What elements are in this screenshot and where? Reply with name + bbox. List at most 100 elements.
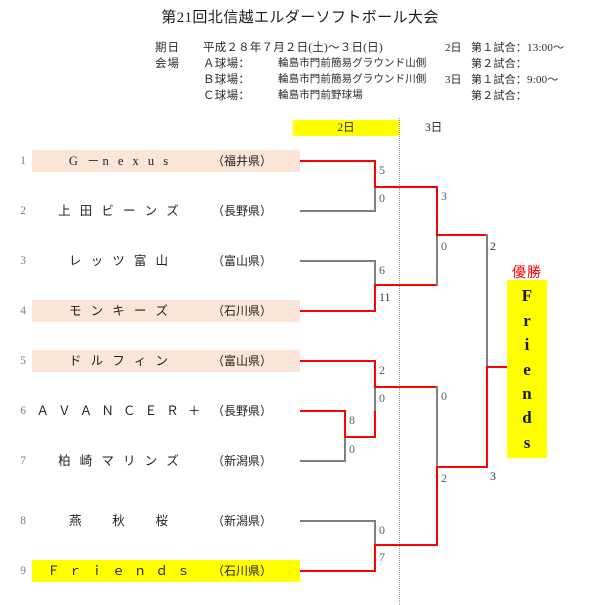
bracket-connector-final-bot: [486, 366, 488, 468]
bracket-connector-t3: [374, 260, 376, 286]
team-prefecture: （石川県）: [212, 564, 273, 578]
bracket-connector-t2: [374, 186, 376, 211]
team-row[interactable]: 1 G －n e x u s （福井県）: [10, 150, 300, 172]
score-label: 7: [379, 550, 385, 564]
champion-letter: i: [524, 335, 530, 355]
score-label: 11: [379, 290, 391, 304]
team-row[interactable]: 8 燕 秋 桜 （新潟県）: [10, 510, 300, 532]
bracket-connector-t67: [374, 386, 376, 411]
bracket-connector-semi-lower-top: [436, 386, 438, 468]
score-label: 0: [441, 389, 447, 403]
team-prefecture: （福井県）: [212, 154, 273, 168]
score-label: 5: [379, 163, 385, 177]
team-name-box: ド ル フ ィ ン （富山県）: [32, 350, 300, 372]
team-row[interactable]: 9 Ｆ ｒ ｉ ｅ ｎ ｄ ｓ （石川県）: [10, 560, 300, 582]
date-value: 平成２８年７月２日(土)〜３日(日): [203, 42, 383, 54]
team-row[interactable]: 3 レ ッ ツ 富 山 （富山県）: [10, 250, 300, 272]
bracket-riser-prelim: [374, 411, 376, 437]
day3-label: 3日: [425, 122, 443, 134]
team-seed-number: 1: [20, 155, 26, 167]
bracket-line-t8: [300, 520, 376, 522]
schedule-game-1: 第２試合：: [471, 58, 527, 70]
bracket-connector-t7: [344, 436, 346, 461]
bracket-line-t5: [300, 360, 376, 362]
team-row[interactable]: 7 柏 崎 マ リ ン ズ （新潟県）: [10, 450, 300, 472]
day2-banner: [293, 120, 399, 136]
bracket-connector-t8: [374, 520, 376, 546]
score-label: 0: [379, 523, 385, 537]
score-label: 8: [349, 413, 355, 427]
date-label: 期日: [155, 42, 180, 54]
team-seed-number: 6: [20, 405, 26, 417]
team-seed-number: 9: [20, 565, 26, 577]
bracket-connector-semi-upper-top: [436, 186, 438, 236]
bracket-advance-m3: [374, 386, 438, 388]
team-name: G －n e x u s: [68, 154, 172, 168]
team-name-box: Ｆ ｒ ｉ ｅ ｎ ｄ ｓ （石川県）: [32, 560, 300, 582]
team-name: Ｆ ｒ ｉ ｅ ｎ ｄ ｓ: [47, 564, 193, 578]
score-label: 6: [379, 263, 385, 277]
bracket-advance-semi-lower: [436, 466, 488, 468]
team-seed-number: 4: [20, 305, 26, 317]
schedule-game-2: 第１試合：9:00〜: [471, 74, 559, 86]
champion-letter: F: [521, 286, 533, 306]
champion-name: F r i e n d s: [507, 280, 547, 458]
venue-name-2: Ｃ球場：: [203, 90, 251, 102]
bracket-advance-m4: [374, 544, 438, 546]
team-name: Ａ Ｖ Ａ Ｎ Ｃ Ｅ Ｒ ＋: [36, 404, 204, 418]
champion-letter: r: [523, 310, 531, 330]
bracket-connector-t1: [374, 160, 376, 188]
team-seed-number: 5: [20, 355, 26, 367]
bracket-line-t9: [300, 570, 376, 572]
team-prefecture: （富山県）: [212, 354, 273, 368]
team-row[interactable]: 5 ド ル フ ィ ン （富山県）: [10, 350, 300, 372]
team-row[interactable]: 4 モ ン キ ー ズ （石川県）: [10, 300, 300, 322]
team-name-box: Ａ Ｖ Ａ Ｎ Ｃ Ｅ Ｒ ＋ （長野県）: [32, 400, 300, 422]
team-name-box: 柏 崎 マ リ ン ズ （新潟県）: [32, 450, 300, 472]
bracket-advance-semi-upper: [436, 234, 488, 236]
team-prefecture: （長野県）: [212, 204, 273, 218]
day-divider: [399, 118, 400, 605]
team-name: モ ン キ ー ズ: [68, 304, 171, 318]
venue-place-0: 輪島市門前簡易グラウンド山側: [278, 58, 427, 69]
champion-letter: e: [523, 359, 531, 379]
schedule-day-2: 3日: [445, 74, 462, 86]
champion-letter: s: [523, 432, 531, 452]
schedule-game-0: 第１試合：13:00〜: [471, 42, 565, 54]
champion-letter: d: [522, 408, 532, 428]
score-label: 0: [441, 239, 447, 253]
bracket-connector-t9: [374, 544, 376, 572]
champion-letter: n: [522, 383, 532, 403]
team-prefecture: （石川県）: [212, 304, 273, 318]
day2-label: 2日: [337, 122, 355, 134]
score-label: 0: [379, 391, 385, 405]
schedule-day-0: 2日: [445, 42, 462, 54]
schedule-game-3: 第２試合：: [471, 90, 527, 102]
team-row[interactable]: 6 Ａ Ｖ Ａ Ｎ Ｃ Ｅ Ｒ ＋ （長野県）: [10, 400, 300, 422]
bracket-line-t3: [300, 260, 376, 262]
page-title: 第21回北信越エルダーソフトボール大会: [161, 10, 439, 26]
score-label: 2: [441, 471, 447, 485]
team-seed-number: 3: [20, 255, 26, 267]
team-name-box: 燕 秋 桜 （新潟県）: [32, 510, 300, 532]
team-name-box: モ ン キ ー ズ （石川県）: [32, 300, 300, 322]
champion-name-box: [507, 280, 547, 458]
team-row[interactable]: 2 上 田 ビ ー ン ズ （長野県）: [10, 200, 300, 222]
bracket-line-t4: [300, 310, 376, 312]
venue-name-1: Ｂ球場：: [203, 74, 251, 86]
score-label: 0: [349, 442, 355, 456]
team-name-box: レ ッ ツ 富 山 （富山県）: [32, 250, 300, 272]
bracket-advance-m1: [374, 186, 438, 188]
team-seed-number: 7: [20, 455, 26, 467]
team-prefecture: （長野県）: [212, 404, 273, 418]
team-name: ド ル フ ィ ン: [68, 354, 171, 368]
score-label: 2: [379, 363, 385, 377]
bracket-connector-final-top: [486, 234, 488, 368]
team-name: 燕 秋 桜: [68, 514, 171, 528]
score-label: 0: [379, 191, 385, 205]
bracket-advance-m2: [374, 284, 438, 286]
team-seed-number: 8: [20, 515, 26, 527]
score-label: 3: [441, 189, 447, 203]
team-name-box: G －n e x u s （福井県）: [32, 150, 300, 172]
